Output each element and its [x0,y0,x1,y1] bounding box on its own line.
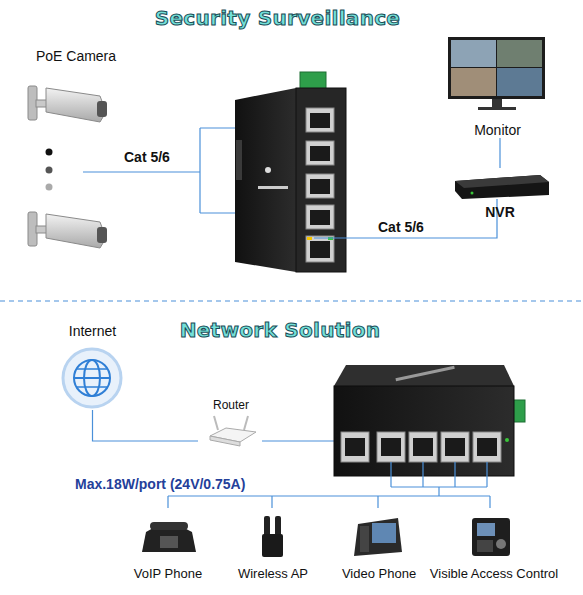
diagram-title: Security Surveillance [0,6,555,30]
device-label: Router [198,397,264,413]
access-control-icon [472,518,510,556]
separator [0,300,583,301]
camera-icon [28,212,107,248]
section-heading: Network Solution [0,318,560,342]
ellipsis-dots [46,149,53,191]
device-label: Visible Access Control [424,566,564,582]
router-icon [210,416,256,446]
device-label: Internet [55,323,130,339]
device-node: Router [198,397,264,452]
cable-connector [93,410,199,441]
monitor-icon [448,37,545,110]
poe-switch [235,72,346,272]
video-phone-icon [354,518,402,556]
device-label: VoIP Phone [118,566,218,582]
device-label: Video Phone [334,566,424,582]
poe-switch [334,365,525,476]
cable [262,440,344,441]
device-node: Wireless AP [228,512,318,582]
power-spec: Max.18W/port (24V/0.75A) [75,476,245,492]
device-node: Internet [55,323,130,410]
device-label: Monitor [440,122,555,138]
cable-label: Cat 5/6 [124,149,170,165]
device-label: NVR [450,204,550,220]
cable-connector [499,138,500,168]
camera-icon [28,86,107,122]
device-node: PoE Camera [20,48,132,263]
voip-phone-icon [142,522,196,552]
device-label: Wireless AP [228,566,318,582]
device-node: VoIP Phone [118,512,218,582]
cable-label: Cat 5/6 [378,219,424,235]
nvr-icon [455,175,549,199]
device-node: NVR [450,168,550,220]
device-node: Monitor [440,30,555,138]
globe-icon [63,349,121,407]
cable [314,199,497,238]
wireless-ap-icon [262,516,283,557]
device-node: Video Phone [334,512,424,582]
device-node: Visible Access Control [424,512,564,582]
device-label: PoE Camera [20,48,132,64]
